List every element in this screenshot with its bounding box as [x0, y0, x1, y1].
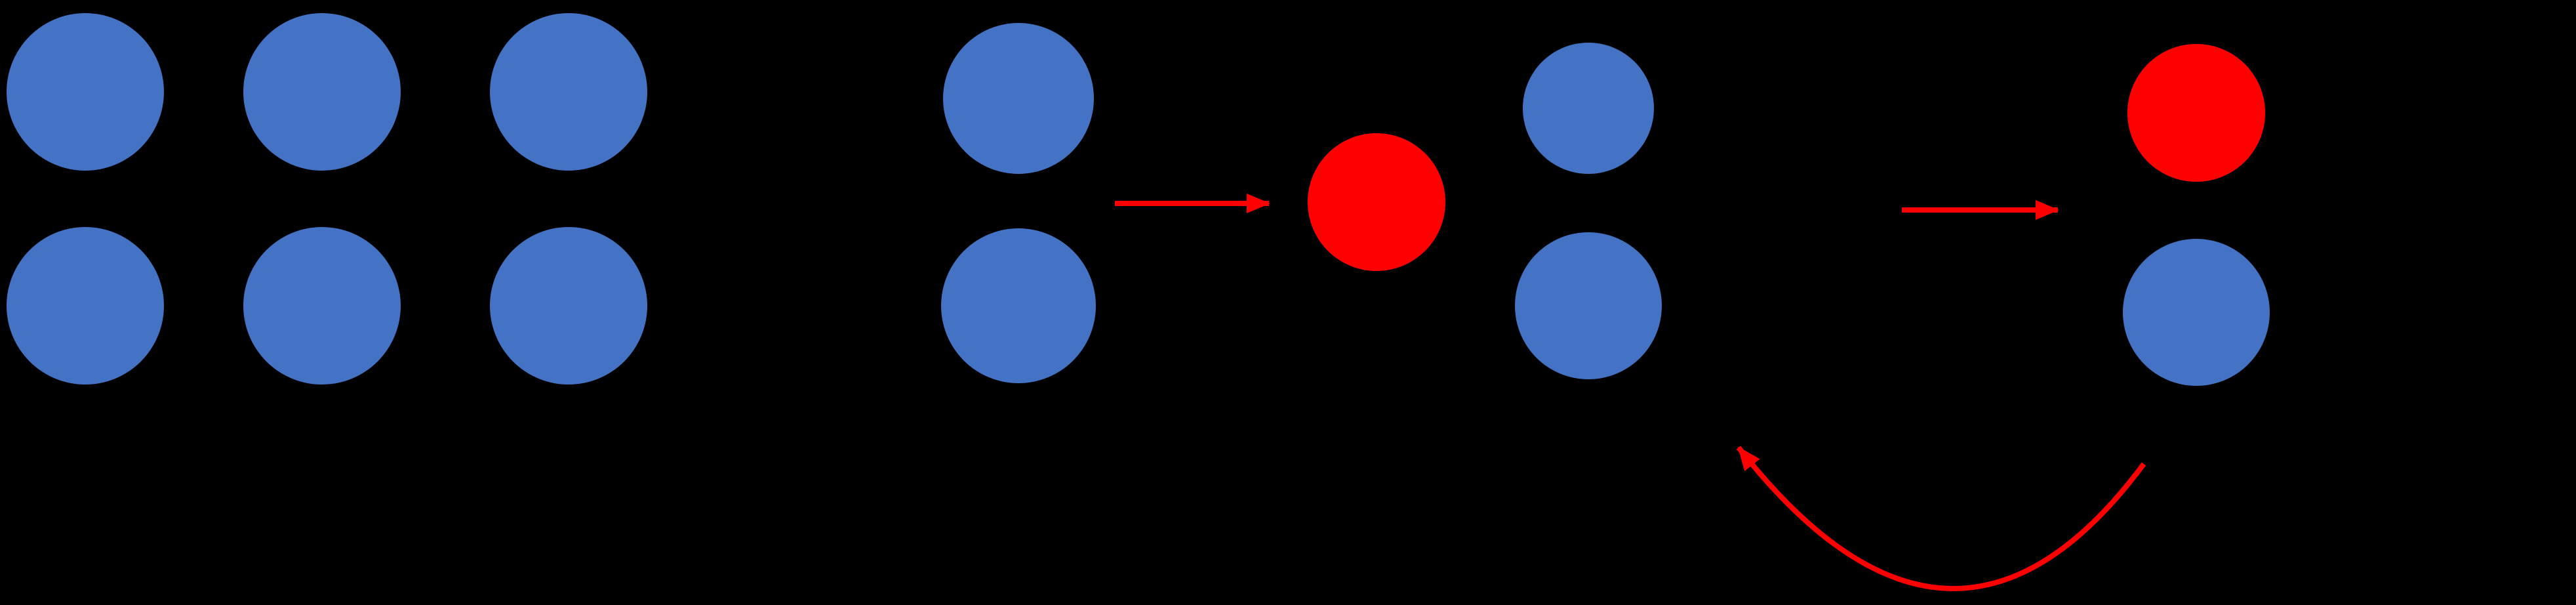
pair3-top-red-circle [2127, 44, 2265, 182]
population-grid-circle-bottom-1 [7, 227, 164, 385]
pair1-top-blue-circle [943, 23, 1094, 174]
central-red-circle [1308, 133, 1445, 271]
arrows-layer [1115, 194, 2146, 591]
pair1-bottom-blue-circle [941, 228, 1096, 383]
circles-layer [7, 13, 2270, 386]
pair3-bottom-blue-circle [2123, 239, 2270, 386]
pair2-top-blue-circle [1523, 43, 1654, 174]
pair2-bottom-blue-circle [1515, 232, 1662, 379]
population-grid-circle-top-1 [7, 13, 164, 171]
loop-back-arrow [1736, 446, 2146, 591]
population-grid-circle-bottom-3 [490, 227, 647, 385]
population-grid-circle-bottom-2 [243, 227, 401, 385]
population-grid-circle-top-2 [243, 13, 401, 171]
population-grid-circle-top-3 [490, 13, 647, 171]
